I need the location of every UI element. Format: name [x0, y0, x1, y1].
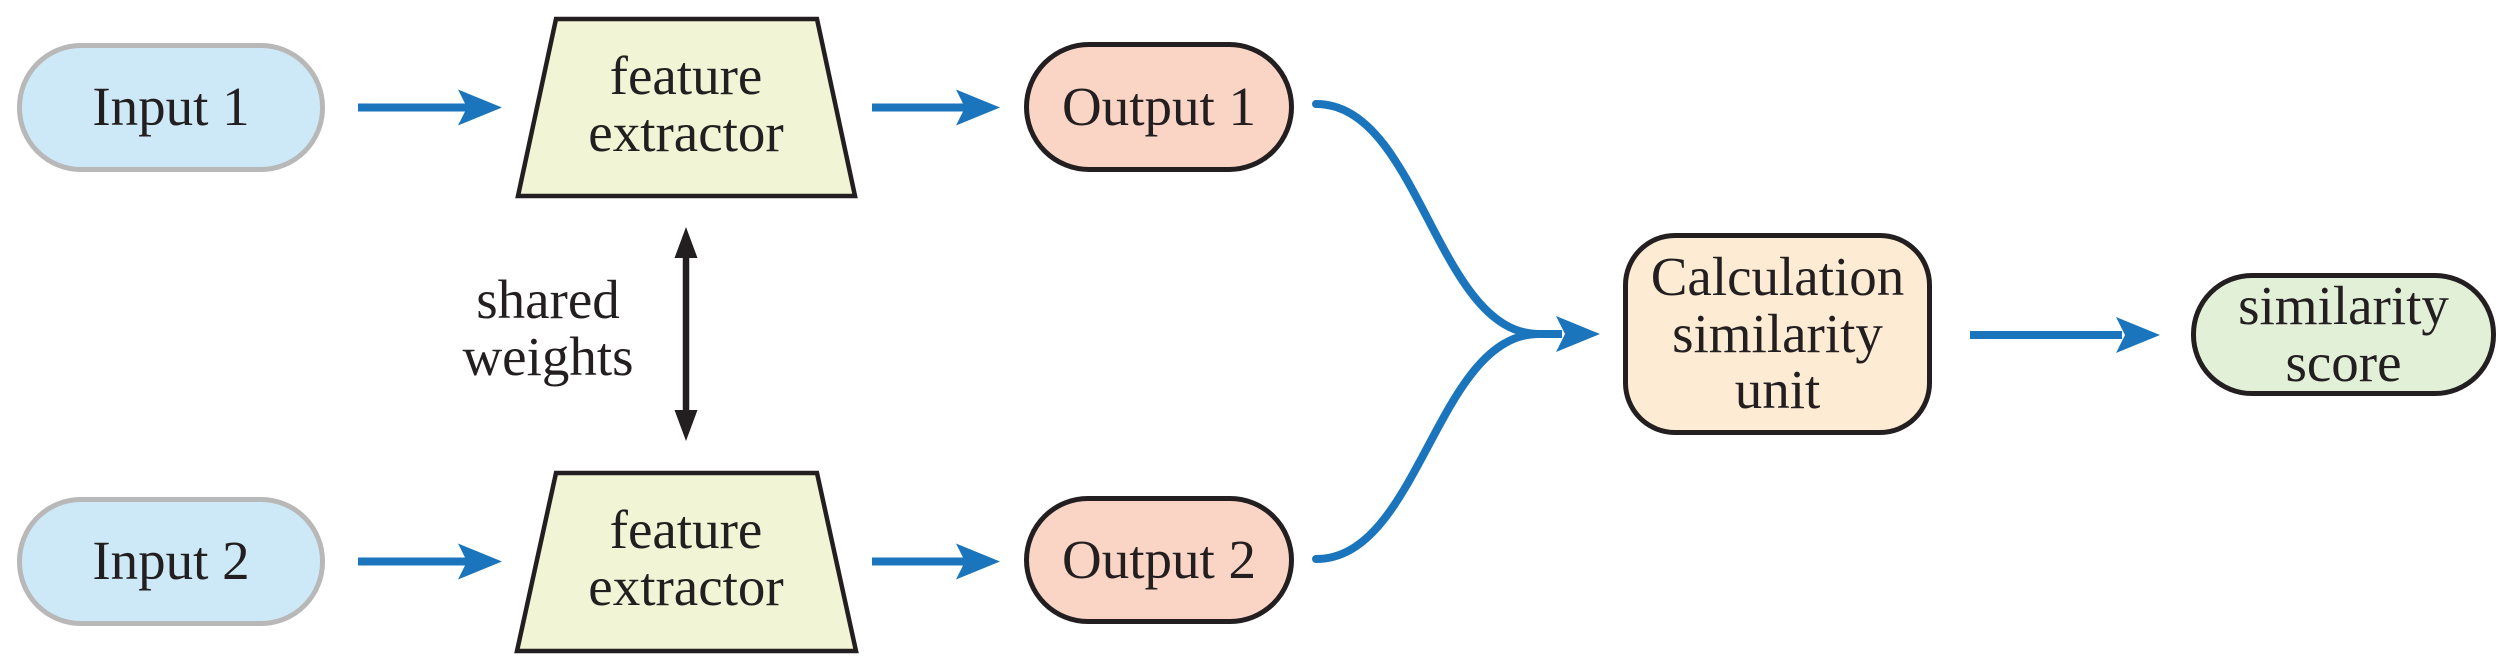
- feature-extractor-2-label: feature extractor: [588, 499, 784, 617]
- output-1-label: Output 1: [1061, 75, 1257, 137]
- merge-arrow-outputs-to-calc: [1312, 100, 1600, 563]
- output-2-node: Output 2: [1024, 496, 1294, 624]
- input-1-node: Input 1: [17, 43, 325, 172]
- output-2-label: Output 2: [1061, 528, 1257, 590]
- feature-extractor-1-label: feature extractor: [588, 45, 784, 163]
- curve-output1-to-calc: [1312, 100, 1543, 338]
- output-1-node: Output 1: [1024, 42, 1294, 172]
- input-1-label: Input 1: [92, 76, 250, 138]
- curve-output2-to-calc: [1312, 330, 1543, 563]
- input-2-label: Input 2: [92, 530, 250, 592]
- similarity-score-node: similarity score: [2191, 273, 2496, 396]
- input-2-node: Input 2: [17, 497, 325, 626]
- arrow-input1-to-extractor1: [358, 89, 502, 126]
- arrow-extractor2-to-output2: [872, 543, 1000, 580]
- arrow-extractor1-to-output1: [872, 89, 1000, 126]
- feature-extractor-2-shape: [514, 470, 859, 654]
- shared-weights-double-arrow: [674, 227, 698, 441]
- feature-extractor-1-shape: [515, 16, 858, 199]
- arrow-calc-to-score: [1970, 317, 2160, 353]
- shared-weights-annotation: shared weights: [462, 269, 634, 387]
- arrow-input2-to-extractor2: [358, 543, 502, 580]
- calculation-similarity-unit-node: Calculation similarity unit: [1623, 233, 1932, 435]
